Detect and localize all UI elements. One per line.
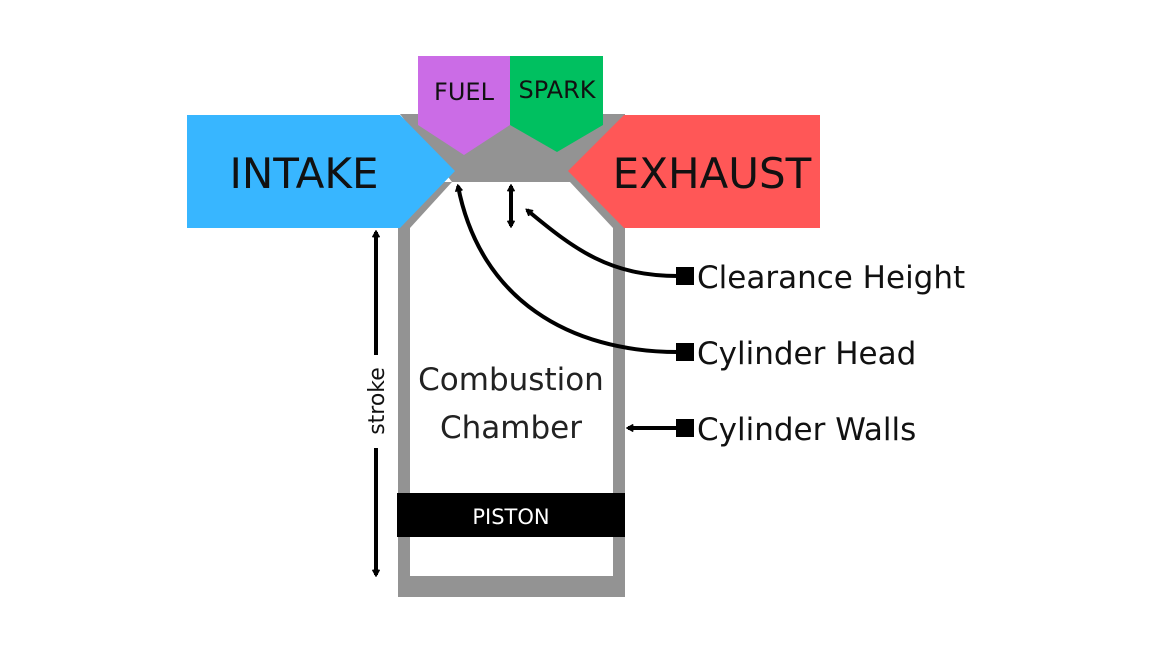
fuel-injector-block — [418, 56, 510, 155]
clearance-height-label: Clearance Height — [697, 260, 965, 296]
stroke-label: stroke — [365, 367, 390, 435]
clearance-height-marker — [676, 267, 694, 285]
cylinder-walls-marker — [676, 419, 694, 437]
piston — [397, 493, 625, 537]
cylinder-head-label: Cylinder Head — [697, 336, 916, 372]
intake-block — [187, 115, 455, 228]
exhaust-port-wall — [570, 182, 625, 228]
exhaust-block — [568, 115, 820, 228]
spark-label: SPARK — [518, 76, 596, 104]
combustion-chamber-label-line2: Chamber — [440, 410, 582, 446]
cylinder-walls-label: Cylinder Walls — [697, 412, 916, 448]
spark-plug-block — [510, 56, 603, 152]
cylinder-wall-left — [398, 205, 410, 597]
cylinder-head-marker — [676, 343, 694, 361]
piston-label: PISTON — [472, 505, 549, 529]
cylinder-wall-right — [613, 205, 625, 597]
clearance-height-leader — [527, 210, 679, 278]
intake-port-wall — [398, 182, 452, 228]
intake-label: INTAKE — [229, 149, 378, 198]
exhaust-label: EXHAUST — [613, 149, 812, 198]
fuel-label: FUEL — [434, 78, 495, 106]
cylinder-wall-bottom — [398, 576, 625, 597]
cylinder-head-leader — [458, 186, 679, 354]
combustion-chamber-label-line1: Combustion — [418, 362, 604, 398]
